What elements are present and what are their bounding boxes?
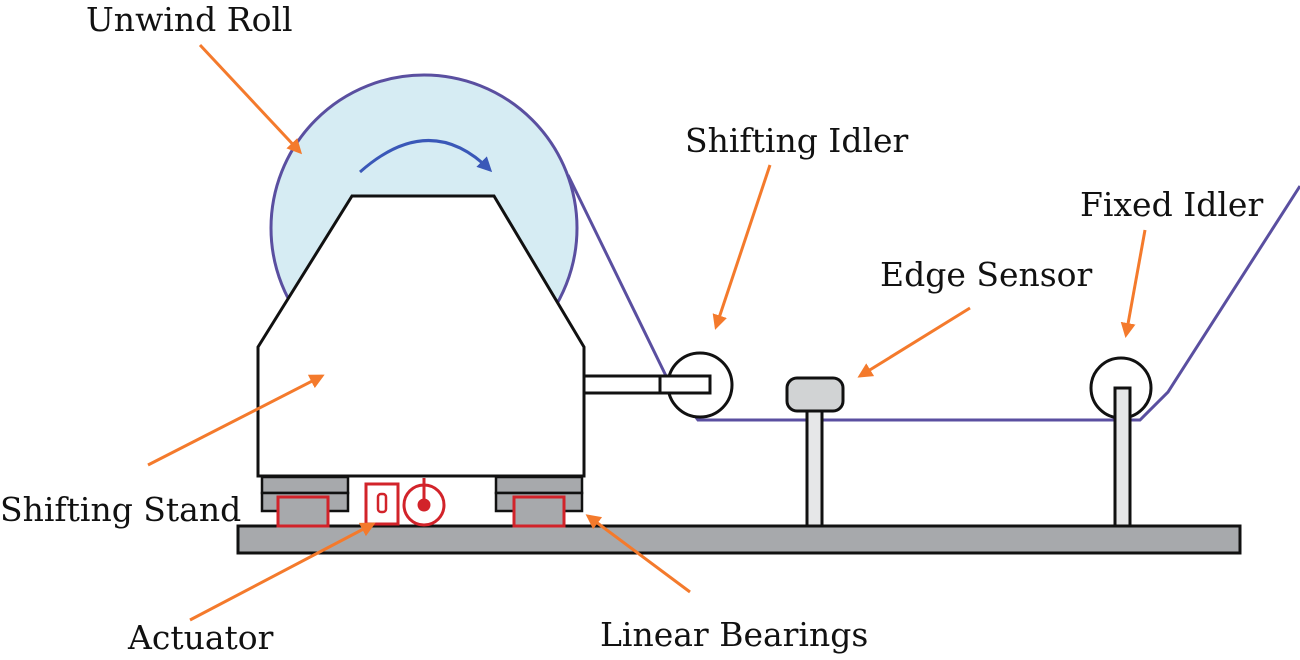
bearing-block-right (494, 475, 584, 495)
shifting-idler-shaft (658, 374, 712, 395)
bearing-block-left (260, 475, 350, 495)
label-actuator: Actuator (127, 618, 274, 657)
label-shifting-idler: Shifting Idler (685, 121, 909, 160)
label-edge-sensor: Edge Sensor (880, 255, 1093, 294)
label-unwind-roll: Unwind Roll (86, 0, 293, 39)
arrow-linear-bearings (585, 514, 691, 594)
shifting-stand-body (256, 194, 586, 478)
arrow-shifting-stand (147, 374, 325, 467)
rotation-arrow (359, 139, 493, 174)
arrow-edge-sensor (857, 306, 971, 378)
arrow-shifting-idler (712, 164, 772, 330)
actuator-slot (376, 492, 388, 514)
web-path (566, 174, 1300, 422)
label-fixed-idler: Fixed Idler (1080, 185, 1263, 224)
label-linear-bearings: Linear Bearings (600, 615, 868, 654)
arrow-fixed-idler (1120, 229, 1147, 338)
linear-bearing-left (276, 495, 330, 528)
arrow-actuator (189, 522, 376, 622)
edge-sensor-head (785, 376, 845, 413)
arrow-unwind-roll (198, 43, 303, 155)
linear-bearing-right (512, 495, 566, 528)
fixed-idler-post (1113, 386, 1132, 528)
edge-sensor-post (805, 398, 824, 528)
actuator-hub (417, 498, 431, 512)
base-rail (236, 524, 1242, 555)
label-shifting-stand: Shifting Stand (0, 490, 241, 529)
